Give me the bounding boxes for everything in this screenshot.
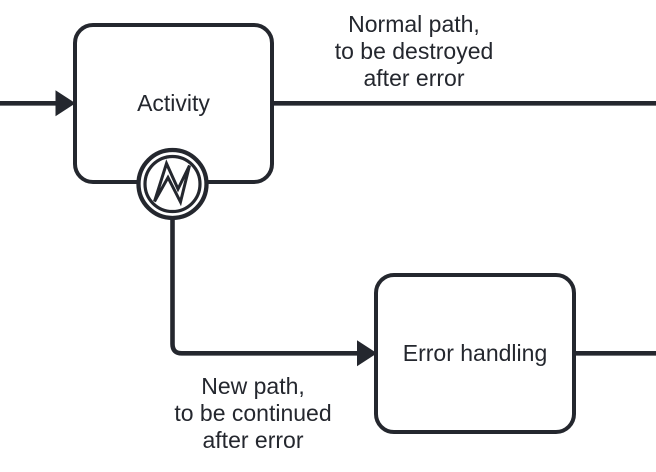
arrowhead-icon [357,340,377,367]
error-handling-task-label: Error handling [402,340,548,366]
incoming-sequence-flow[interactable] [0,90,76,117]
error-boundary-event[interactable] [136,147,209,221]
arrowhead-icon [55,90,76,117]
activity-task-label: Activity [137,90,210,116]
error-handling-task-node[interactable]: Error handling [374,273,576,434]
error-path-flow[interactable] [170,200,378,367]
new-path-flow-label: New path, to be continued after error [174,373,332,453]
lightning-bolt-icon [153,159,191,207]
event-inner-circle [143,154,202,214]
error-flow-line[interactable] [170,200,358,356]
normal-path-flow-label: Normal path, to be destroyed after error [334,11,494,91]
